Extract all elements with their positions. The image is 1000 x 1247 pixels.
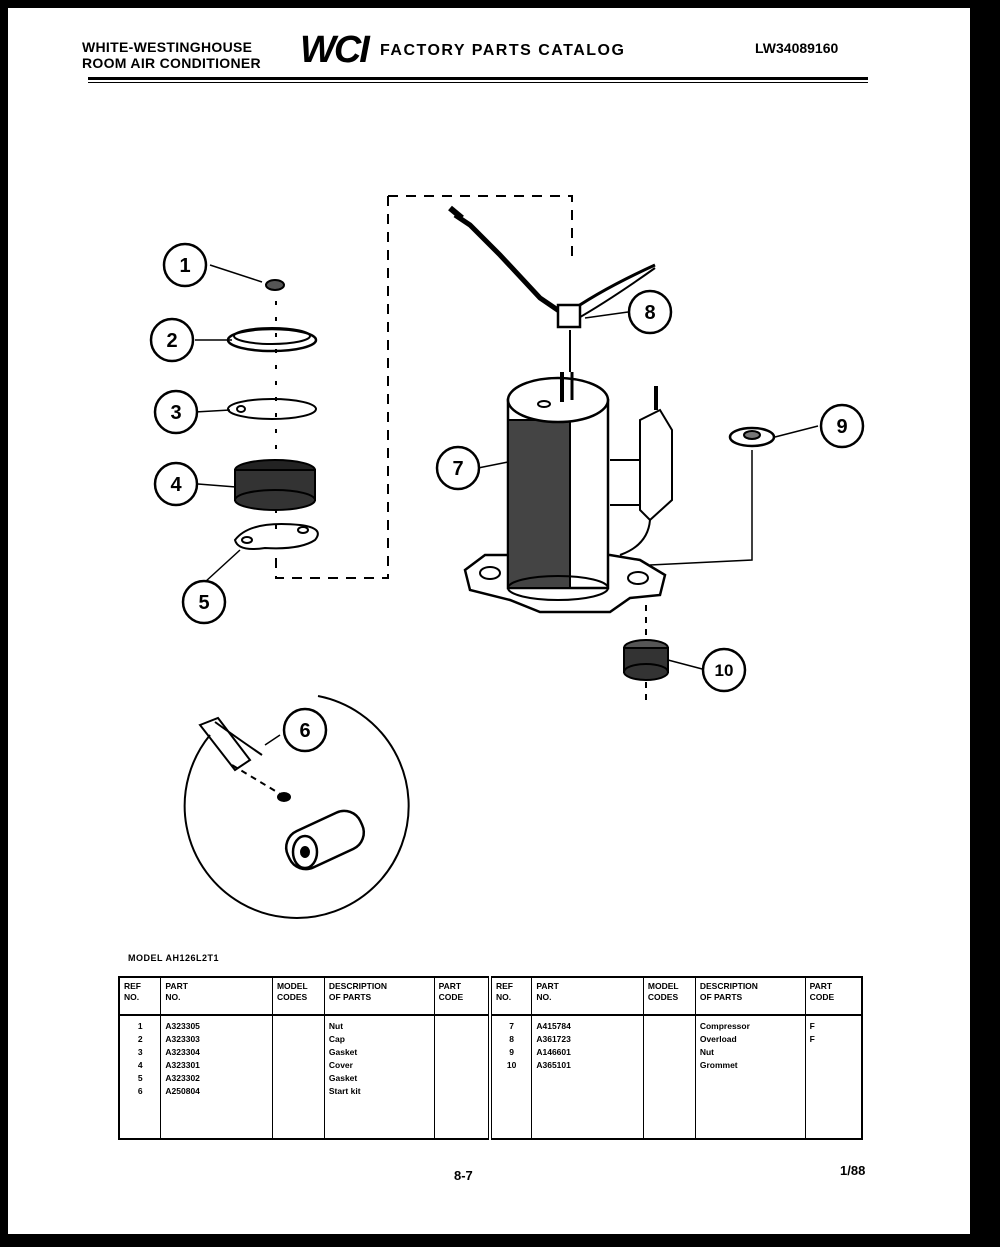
cover-part-4	[234, 459, 316, 511]
part-description: Start kit	[328, 1086, 361, 1096]
cap-part-2	[226, 327, 318, 353]
part-description: Gasket	[328, 1073, 358, 1083]
callout-circle-4	[153, 461, 199, 507]
header-model-codes: MODEL CODES	[271, 977, 325, 1016]
brand-line-2: ROOM AIR CONDITIONER	[82, 55, 261, 71]
grommet-part-10	[623, 605, 669, 702]
gasket-part-3	[227, 398, 317, 420]
start-kit-part-6	[183, 695, 410, 919]
part-code: F	[809, 1034, 815, 1044]
header-ref-no-2: REF NO.	[487, 977, 532, 1016]
callout-circle-1	[162, 242, 208, 288]
nut-part-9	[649, 426, 776, 566]
ref-no: 5	[137, 1073, 143, 1083]
callout-circle-3	[153, 389, 199, 435]
header-model-codes-2: MODEL CODES	[642, 977, 696, 1016]
document-number: LW34089160	[755, 40, 839, 56]
gasket-part-5	[233, 523, 319, 550]
header-rule	[88, 77, 868, 80]
callout-circle-6	[282, 707, 328, 753]
header-part-no-2: PART NO.	[531, 977, 644, 1016]
part-column-2: A415784 A361723 A146601 A365101	[531, 1015, 644, 1139]
description-column: Nut Cap Gasket Cover Gasket Start kit	[323, 1015, 435, 1139]
part-no: A323303	[165, 1034, 200, 1044]
ref-no: 2	[137, 1034, 143, 1044]
callout-circle-9	[819, 403, 865, 449]
callout-circle-2	[149, 317, 195, 363]
callout-circle-5	[181, 579, 227, 625]
part-description: Grommet	[699, 1060, 738, 1070]
ref-no: 3	[137, 1047, 143, 1057]
header-description: DESCRIPTION OF PARTS	[323, 977, 435, 1016]
callout-circle-7	[435, 445, 481, 491]
part-no: A365101	[536, 1060, 571, 1070]
callout-label-10: 10	[715, 661, 734, 680]
page-number: 8-7	[454, 1168, 473, 1183]
part-code: F	[809, 1021, 815, 1031]
callout-label-9: 9	[836, 416, 847, 438]
header-part-code: PART CODE	[433, 977, 490, 1016]
header-rule-thin	[88, 82, 868, 83]
description-column-2: Compressor Overload Nut Grommet	[694, 1015, 806, 1139]
callout-label-5: 5	[198, 592, 209, 614]
header-part-no: PART NO.	[160, 977, 273, 1016]
part-no: A323304	[165, 1047, 200, 1057]
callout-circle-8	[627, 289, 673, 335]
header-ref-no: REF NO.	[119, 977, 161, 1016]
callout-label-1: 1	[179, 255, 190, 277]
part-no: A361723	[536, 1034, 571, 1044]
part-description: Nut	[328, 1021, 344, 1031]
part-code-column	[433, 1015, 490, 1139]
ref-no: 6	[137, 1086, 143, 1096]
part-code-column-2: F F	[804, 1015, 862, 1139]
callout-label-3: 3	[170, 402, 181, 424]
part-description: Nut	[699, 1047, 715, 1057]
ref-column-2: 7 8 9 10	[487, 1015, 532, 1139]
table-row: 1 2 3 4 5 6 A323305 A323303 A323304 A323…	[119, 1015, 862, 1139]
model-label: MODEL AH126L2T1	[128, 953, 220, 963]
part-column: A323305 A323303 A323304 A323301 A323302 …	[160, 1015, 273, 1139]
callout-label-7: 7	[452, 458, 463, 480]
ref-no: 10	[506, 1060, 517, 1070]
part-description: Cap	[328, 1034, 345, 1044]
ref-column: 1 2 3 4 5 6	[119, 1015, 161, 1139]
header-description-2: DESCRIPTION OF PARTS	[694, 977, 806, 1016]
brand-line-1: WHITE-WESTINGHOUSE	[82, 39, 253, 55]
part-no: A323305	[165, 1021, 200, 1031]
ref-no: 7	[509, 1021, 515, 1031]
callout-circle-10	[701, 647, 747, 693]
compressor-part-7	[463, 372, 673, 614]
callout-label-4: 4	[170, 474, 182, 496]
part-no: A146601	[536, 1047, 571, 1057]
part-no: A250804	[165, 1086, 200, 1096]
model-codes-column-2	[642, 1015, 696, 1139]
part-no: A415784	[536, 1021, 571, 1031]
part-no: A323302	[165, 1073, 200, 1083]
wci-logo: WCI	[300, 29, 370, 71]
header-part-code-2: PART CODE	[804, 977, 862, 1016]
callout-label-8: 8	[644, 302, 655, 324]
part-description: Gasket	[328, 1047, 358, 1057]
part-description: Overload	[699, 1034, 737, 1044]
ref-no: 4	[137, 1060, 143, 1070]
part-description: Cover	[328, 1060, 353, 1070]
ref-no: 8	[509, 1034, 515, 1044]
part-no: A323301	[165, 1060, 200, 1070]
part-description: Compressor	[699, 1021, 750, 1031]
catalog-title: FACTORY PARTS CATALOG	[380, 42, 626, 59]
catalog-date: 1/88	[840, 1163, 866, 1178]
overload-part-8	[448, 205, 656, 372]
callout-label-6: 6	[299, 720, 310, 742]
parts-table: REF NO. PART NO. MODEL CODES DESCRIPTION…	[118, 976, 863, 1140]
model-codes-column	[271, 1015, 325, 1139]
ref-no: 9	[509, 1047, 515, 1057]
ref-no: 1	[137, 1021, 143, 1031]
nut-part-1	[265, 279, 285, 291]
callout-label-2: 2	[166, 330, 177, 352]
parts-table-header: REF NO. PART NO. MODEL CODES DESCRIPTION…	[119, 977, 862, 1016]
